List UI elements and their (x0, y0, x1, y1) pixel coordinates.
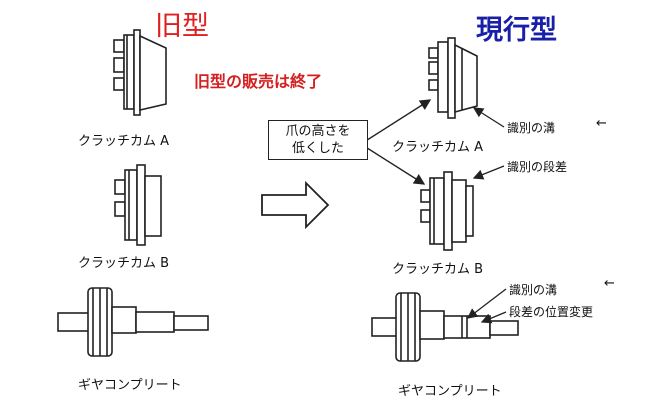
discontinued-notice: 旧型の販売は終了 (194, 72, 323, 91)
new-clutch-cam-a-label: クラッチカム A (392, 140, 484, 155)
old-type-header: 旧型 (155, 11, 209, 42)
old-clutch-cam-a-label: クラッチカム A (78, 134, 170, 149)
groove-gear-annotation: 識別の溝 (509, 283, 558, 297)
new-type-header: 現行型 (476, 15, 557, 46)
arrow-mark-1: ← (596, 116, 607, 131)
callout-line-1: 爪の高さを (285, 124, 351, 139)
arrow-mark-2: ← (604, 276, 615, 291)
new-gear-complete-drawing (371, 292, 519, 362)
callout-arrows (363, 99, 432, 185)
step-position-change-annotation: 段差の位置変更 (509, 305, 594, 319)
old-clutch-cam-b-drawing (114, 164, 162, 246)
old-gear-complete-drawing (57, 287, 209, 357)
new-clutch-cam-b-drawing (420, 171, 474, 251)
transition-arrow (261, 180, 330, 230)
old-clutch-cam-a-drawing (113, 29, 167, 116)
annotation-leaders (466, 107, 507, 324)
groove-a-annotation: 識別の溝 (507, 121, 556, 135)
old-gear-complete-label: ギヤコンプリート (78, 378, 182, 393)
claw-height-callout: 爪の高さを 低くした (268, 120, 368, 160)
new-gear-complete-label: ギヤコンプリート (398, 384, 502, 399)
callout-line-2: 低くした (291, 141, 344, 156)
old-clutch-cam-b-label: クラッチカム B (78, 256, 170, 271)
new-clutch-cam-a-drawing (428, 37, 478, 119)
step-b-annotation: 識別の段差 (507, 160, 568, 174)
new-clutch-cam-b-label: クラッチカム B (392, 262, 484, 277)
